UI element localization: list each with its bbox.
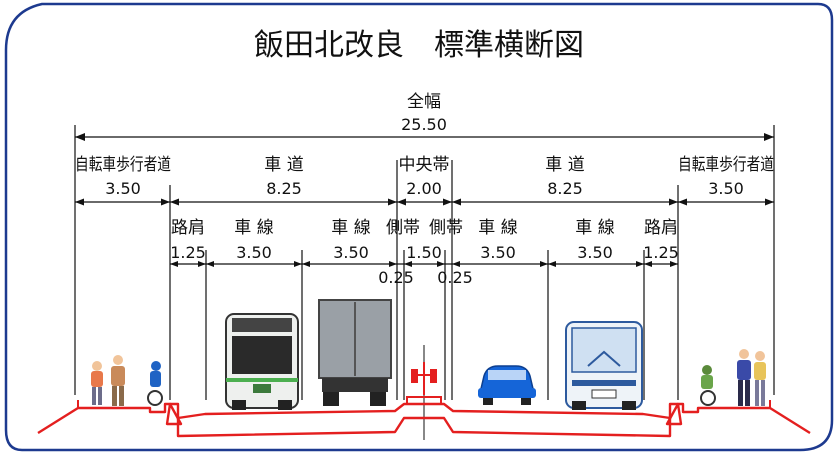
truck-icon (318, 299, 392, 406)
lane-value-shoulder-left: 1.25 (170, 243, 206, 262)
total-arrow-left (75, 133, 85, 141)
diagram-title: 飯田北改良 標準横断図 (254, 28, 584, 63)
cyclist-right-icon (700, 365, 716, 406)
cyclist-icon (147, 361, 163, 406)
lane-value-side-strip-right: 0.25 (437, 268, 473, 287)
lane-row-arrows (170, 261, 678, 267)
top-label-sidewalk-left: 自転車歩行者道 (75, 155, 171, 175)
lane-label-side-strip-left: 側帯 (386, 218, 420, 238)
lane-row: 路肩 1.25 車 線 3.50 車 線 3.50 側帯 0.25 1.50 側… (170, 218, 679, 287)
lane-label-lane-1: 車 線 (234, 218, 273, 238)
lane-value-lane-4: 3.50 (577, 243, 613, 262)
lane-value-lane-3: 3.50 (480, 243, 516, 262)
lane-label-shoulder-right: 路肩 (644, 218, 678, 238)
lane-value-lane-1: 3.50 (236, 243, 272, 262)
top-label-roadway-left: 車 道 (264, 155, 303, 175)
top-label-roadway-right: 車 道 (545, 155, 584, 175)
lane-label-lane-4: 車 線 (575, 218, 614, 238)
top-label-sidewalk-right: 自転車歩行者道 (678, 155, 774, 175)
top-value-sidewalk-left: 3.50 (105, 179, 141, 198)
total-arrow-right (764, 133, 774, 141)
lane-value-median-core: 1.50 (406, 243, 442, 262)
total-width-value: 25.50 (401, 115, 447, 134)
lane-value-lane-2: 3.50 (333, 243, 369, 262)
top-value-roadway-left: 8.25 (266, 179, 302, 198)
bus-front-icon (565, 321, 643, 410)
top-row: 自転車歩行者道 3.50 車 道 8.25 中央帯 2.00 車 道 8.25 … (75, 155, 774, 198)
pedestrian-icon (91, 355, 125, 406)
top-value-roadway-right: 8.25 (547, 179, 583, 198)
lane-value-shoulder-right: 1.25 (643, 243, 679, 262)
top-label-median: 中央帯 (399, 155, 450, 175)
extension-lines (74, 125, 775, 400)
road-cross-section (37, 396, 811, 438)
sign-icon (411, 362, 437, 395)
lane-label-shoulder-left: 路肩 (171, 218, 205, 238)
bus-icon (225, 313, 299, 410)
lane-value-side-strip-left: 0.25 (378, 268, 414, 287)
top-value-sidewalk-right: 3.50 (708, 179, 744, 198)
top-value-median: 2.00 (406, 179, 442, 198)
lane-label-lane-3: 車 線 (478, 218, 517, 238)
lane-label-side-strip-right: 側帯 (429, 218, 463, 238)
pedestrian-right-icon (737, 349, 766, 406)
car-icon (478, 365, 536, 405)
total-width-label: 全幅 (407, 92, 441, 112)
lane-label-lane-2: 車 線 (331, 218, 370, 238)
top-row-arrows (75, 198, 774, 206)
